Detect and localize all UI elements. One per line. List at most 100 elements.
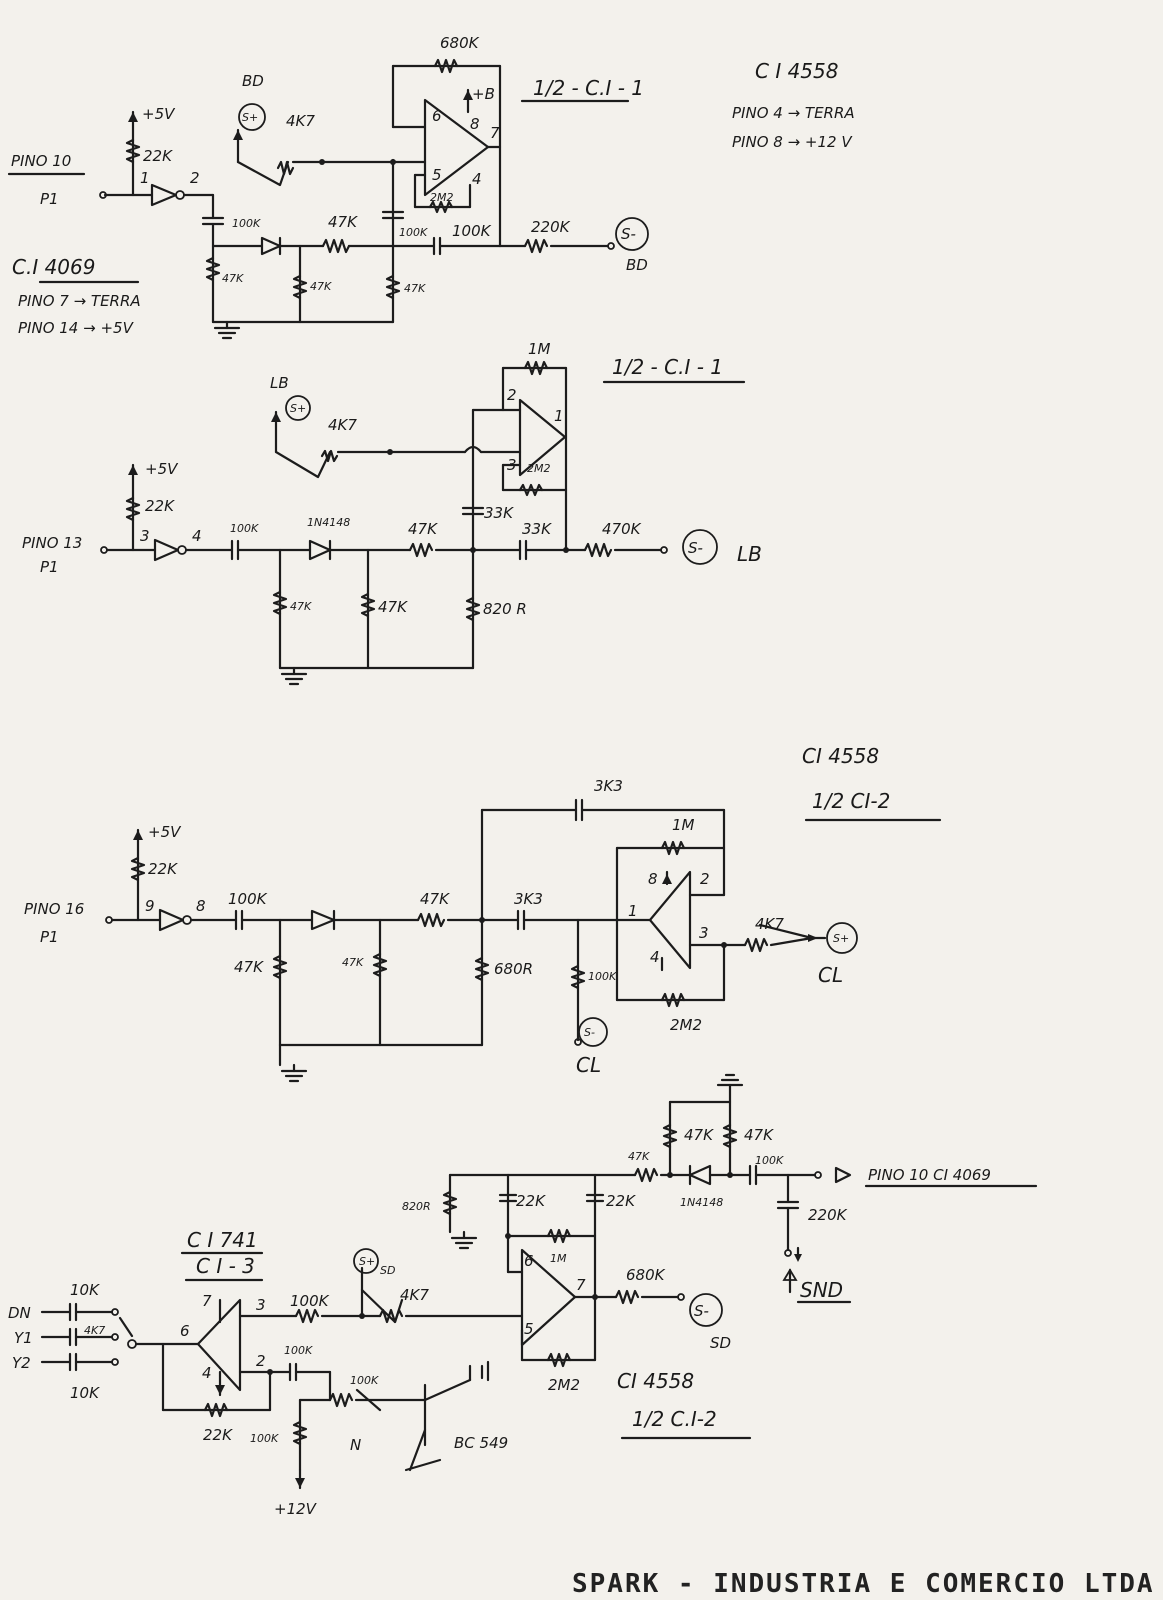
bd-labels: 1/2 - C.I - 1 680K BD S+ 4K7 +5V 22K PIN… <box>7 34 648 295</box>
sd-r-100k-c-label: 100K <box>250 1432 279 1445</box>
sd-r-47k-c-label: 47K <box>744 1126 774 1144</box>
lb-circuit <box>100 360 718 686</box>
note-pino8: PINO 8 → +12 V <box>732 133 853 151</box>
lb-opamp <box>518 398 567 477</box>
cl-splus-marker <box>826 922 858 954</box>
cl-opamp <box>648 870 692 970</box>
cl-label-bottom: CL <box>576 1053 601 1077</box>
bd-r-gnd3-label: 47K <box>404 282 426 295</box>
bd-splus-label: S+ <box>242 111 258 124</box>
cl-pot-label: 4K7 <box>755 915 784 933</box>
cl-r-fb <box>660 840 686 856</box>
notes: C I 4558 PINO 4 → TERRA PINO 8 → +12 V C… <box>12 59 855 337</box>
bd-r-2m2 <box>428 200 454 214</box>
lb-c-33k-h-label: 33K <box>522 520 552 538</box>
lb-r-2m2 <box>518 483 544 497</box>
bd-inverter <box>150 183 178 207</box>
cl-r-gnd1 <box>272 954 288 980</box>
sd-op-p2: 2 <box>256 1352 266 1370</box>
bd-r-gnd1-label: 47K <box>222 272 244 285</box>
bd-r-gnd2-label: 47K <box>310 280 332 293</box>
bd-r-out-label: 220K <box>531 218 571 236</box>
cl-inverter <box>158 908 185 932</box>
sd-sd-out-label: SD <box>710 1334 731 1352</box>
cl-splus-label: S+ <box>833 932 849 945</box>
bd-c-in-label: 100K <box>232 217 261 230</box>
sd-y2-label: Y2 <box>12 1354 31 1372</box>
bd-bd-bottom-label: BD <box>626 256 648 274</box>
bd-input-terminal <box>99 191 107 199</box>
bd-r-out <box>523 238 549 254</box>
note-pino14: PINO 14 → +5V <box>18 319 135 337</box>
sd-r-100k-a-label: 100K <box>290 1292 330 1310</box>
sd-n-arrow <box>355 1388 382 1412</box>
cl-r-gnd2 <box>372 952 388 978</box>
bd-c-mid-label: 100K <box>399 226 428 239</box>
sd-op-p3: 3 <box>256 1296 266 1314</box>
lb-op-p3: 3 <box>507 456 517 474</box>
bd-bd-top-label: BD <box>242 72 264 90</box>
lb-r-gnd1 <box>272 590 288 616</box>
bd-pin-in: 1 <box>140 169 150 187</box>
cl-r-pull-label: 22K <box>148 860 178 878</box>
sd-snd-label: SND <box>800 1278 843 1302</box>
sd-r-47k-b <box>662 1123 678 1149</box>
bd-op-p6: 6 <box>432 107 442 125</box>
note-ci4558-top: C I 4558 <box>755 59 838 83</box>
bd-pin-out: 2 <box>190 169 200 187</box>
lb-r-gnd1-label: 47K <box>290 600 312 613</box>
lb-input-label: PINO 13 <box>22 534 82 552</box>
sd-r-1m <box>546 1228 572 1244</box>
bd-vcc-label: +5V <box>142 105 176 123</box>
bd-c-out-label: 100K <box>452 222 492 240</box>
cl-r-680-label: 680R <box>494 960 533 978</box>
bd-ground <box>213 320 241 340</box>
bd-circuit <box>99 58 649 340</box>
bd-op-p4: 4 <box>472 170 482 188</box>
sd-c-100k-label: 100K <box>284 1344 313 1357</box>
sd-sminus-label: S- <box>694 1302 709 1320</box>
lb-r-out-label: 470K <box>602 520 642 538</box>
sd-splus-label: S+ <box>359 1255 375 1268</box>
sd-r-47k-a <box>633 1167 659 1183</box>
lb-r-820-label: 820 R <box>483 600 527 618</box>
lb-c-in-label: 100K <box>230 522 259 535</box>
footer-company: SPARK - INDUSTRIA E COMERCIO LTDA <box>572 1569 1155 1599</box>
bd-title: 1/2 - C.I - 1 <box>533 76 644 100</box>
bd-r-gnd2 <box>292 274 308 300</box>
lb-ground <box>280 666 308 686</box>
cl-c-in-label: 100K <box>228 890 268 908</box>
cl-sminus-marker <box>578 1017 608 1047</box>
sd-r-100k-a <box>294 1308 320 1324</box>
lb-splus-marker <box>285 395 311 421</box>
sd-selector-switch <box>118 1316 134 1338</box>
sd-r-680k <box>614 1289 640 1305</box>
sd-op-p4: 4 <box>202 1364 212 1382</box>
cl-r-fb-label: 1M <box>672 816 695 834</box>
sd-op-p6: 6 <box>180 1322 190 1340</box>
lb-c-33k-v-label: 33K <box>484 504 514 522</box>
sd-op2-p6: 6 <box>524 1252 534 1270</box>
cl-r-pull <box>130 856 146 882</box>
lb-r-fb <box>523 360 549 376</box>
sd-r-47k-c <box>722 1123 738 1149</box>
cl-op-p3: 3 <box>699 924 709 942</box>
cl-c-top-label: 3K3 <box>594 777 623 795</box>
sd-circuit <box>40 1073 852 1490</box>
sd-input-arrow <box>834 1166 852 1184</box>
cl-title: 1/2 CI-2 <box>812 789 890 813</box>
bd-pot-label: 4K7 <box>286 112 315 130</box>
cl-op-p8: 8 <box>648 870 658 888</box>
bd-opamp <box>423 98 490 197</box>
lb-r-out <box>583 542 613 558</box>
sd-dn-label: DN <box>8 1304 31 1322</box>
sd-ground-820 <box>450 1230 478 1250</box>
bd-op-vb: +B <box>472 85 495 103</box>
cl-r-gnd2-label: 47K <box>342 956 364 969</box>
sd-r-1m-label: 1M <box>550 1252 567 1265</box>
cl-input-label: PINO 16 <box>24 900 84 918</box>
bd-op-p5: 5 <box>432 166 442 184</box>
sd-r-820-label: 820R <box>402 1200 431 1213</box>
sd-op2-p5: 5 <box>524 1320 534 1338</box>
bd-p1-label: P1 <box>40 190 59 208</box>
